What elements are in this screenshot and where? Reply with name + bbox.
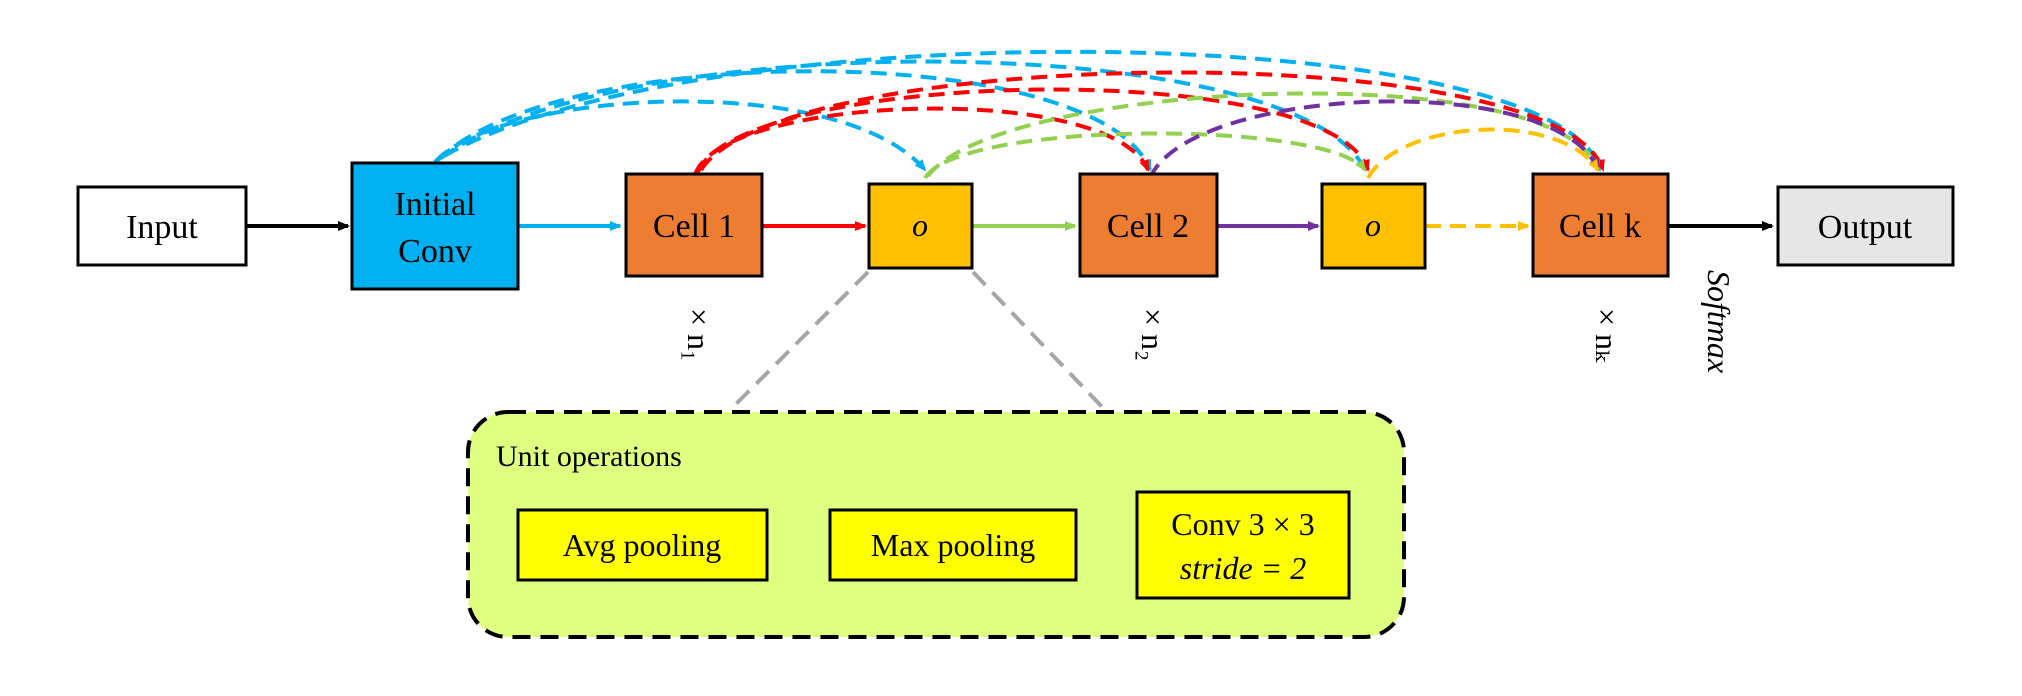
input-node: Input (76, 185, 248, 267)
skip-edge-initial-to-cell2 (436, 69, 1152, 172)
cell1-label: Cell 1 (653, 208, 735, 245)
cellk-label: Cell k (1559, 208, 1641, 245)
skip-edge-op1-to-op2 (923, 131, 1367, 180)
conv-label-line1: Conv 3 × 3 (1171, 506, 1314, 542)
skip-edge-initial-to-op1 (433, 99, 927, 172)
repeat-label-nk: × nₖ (1589, 308, 1625, 363)
zoom-line-right (971, 270, 1107, 412)
op2-node: o (1320, 182, 1427, 270)
max-pooling-box: Max pooling (828, 508, 1078, 582)
skip-edge-cell2-to-cellk (1148, 99, 1600, 179)
skip-edge-cell1-to-cell2 (693, 106, 1150, 176)
skip-edge-cell1-to-cellk (699, 70, 1605, 172)
repeat-label-n1: × n₁ (681, 308, 717, 361)
op1-node: o (867, 182, 974, 270)
input-label: Input (126, 209, 198, 246)
repeat-label-n2: × n₂ (1135, 308, 1171, 361)
conv-label-line2: stride = 2 (1180, 550, 1306, 586)
output-node: Output (1776, 185, 1955, 267)
initial-conv-label-line1: Initial (394, 186, 475, 223)
initial-conv-label-line2: Conv (398, 233, 472, 270)
conv-box: Conv 3 × 3 stride = 2 (1135, 490, 1351, 600)
avg-pooling-label: Avg pooling (563, 527, 722, 563)
op2-label: o (1365, 207, 1381, 243)
unit-operations-panel: Unit operations Avg pooling Max pooling … (466, 410, 1406, 639)
cellk-node: Cell k (1531, 172, 1670, 278)
op1-label: o (912, 207, 928, 243)
skip-edge-initial-to-op2 (439, 59, 1367, 172)
unit-operations-title: Unit operations (496, 440, 682, 473)
skip-edge-op2-to-cellk (1366, 127, 1600, 179)
skip-edge-initial-to-cellk (443, 49, 1603, 172)
avg-pooling-box: Avg pooling (516, 508, 769, 582)
output-label: Output (1818, 209, 1913, 246)
cell1-node: Cell 1 (624, 172, 764, 278)
initial-conv-node: Initial Conv (350, 161, 520, 291)
cell2-node: Cell 2 (1078, 172, 1219, 278)
skip-connections (433, 49, 1605, 180)
zoom-lines (728, 270, 1107, 412)
skip-edge-cell1-to-op2 (696, 87, 1370, 173)
skip-edge-op1-to-cellk (926, 91, 1600, 178)
cell2-label: Cell 2 (1107, 208, 1189, 245)
max-pooling-label: Max pooling (871, 527, 1035, 563)
zoom-line-left (728, 270, 870, 412)
softmax-label: Softmax (1701, 270, 1737, 373)
